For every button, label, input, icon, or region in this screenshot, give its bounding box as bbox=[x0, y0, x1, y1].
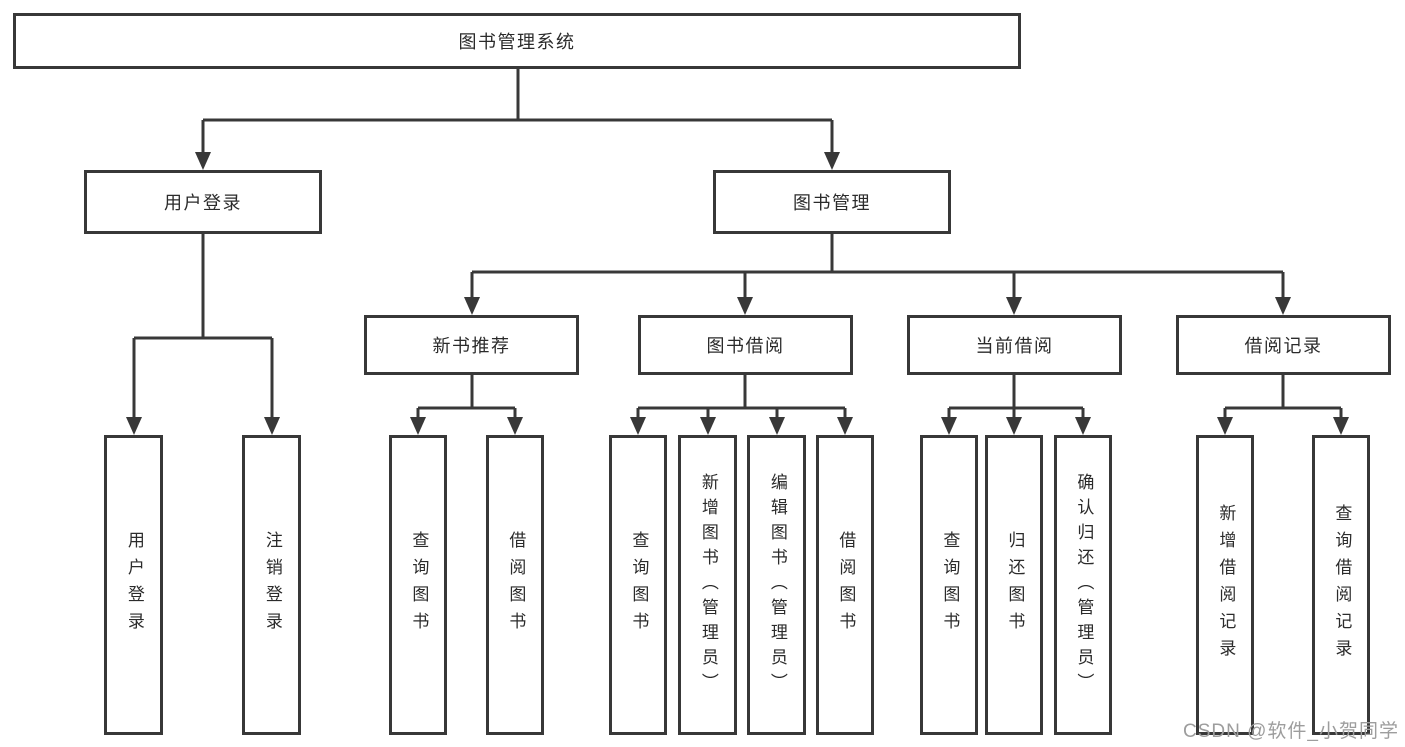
leaf-borrow-query-books: 查询图书 bbox=[609, 435, 667, 735]
node-root: 图书管理系统 bbox=[13, 13, 1021, 69]
leaf-recommend-query-books: 查询图书 bbox=[389, 435, 447, 735]
leaf-current-query-books: 查询图书 bbox=[920, 435, 978, 735]
arrowheads bbox=[126, 152, 1349, 435]
leaf-edit-books-admin: 编辑图书（管理员） bbox=[747, 435, 806, 735]
leaf-query-borrow-record: 查询借阅记录 bbox=[1312, 435, 1370, 735]
leaf-add-books-admin: 新增图书（管理员） bbox=[678, 435, 737, 735]
node-current-borrow: 当前借阅 bbox=[907, 315, 1122, 375]
csdn-watermark: CSDN @软件_小贺同学 bbox=[1183, 721, 1399, 742]
node-new-book-recommend: 新书推荐 bbox=[364, 315, 579, 375]
leaf-logout: 注销登录 bbox=[242, 435, 301, 735]
leaf-user-login: 用户登录 bbox=[104, 435, 163, 735]
node-book-management: 图书管理 bbox=[713, 170, 951, 234]
node-borrow-records: 借阅记录 bbox=[1176, 315, 1391, 375]
leaf-return-books: 归还图书 bbox=[985, 435, 1043, 735]
leaf-borrow-books: 借阅图书 bbox=[816, 435, 874, 735]
node-book-borrow: 图书借阅 bbox=[638, 315, 853, 375]
leaf-recommend-borrow-books: 借阅图书 bbox=[486, 435, 544, 735]
leaf-confirm-return-admin: 确认归还（管理员） bbox=[1054, 435, 1112, 735]
leaf-add-borrow-record: 新增借阅记录 bbox=[1196, 435, 1254, 735]
node-user-login: 用户登录 bbox=[84, 170, 322, 234]
